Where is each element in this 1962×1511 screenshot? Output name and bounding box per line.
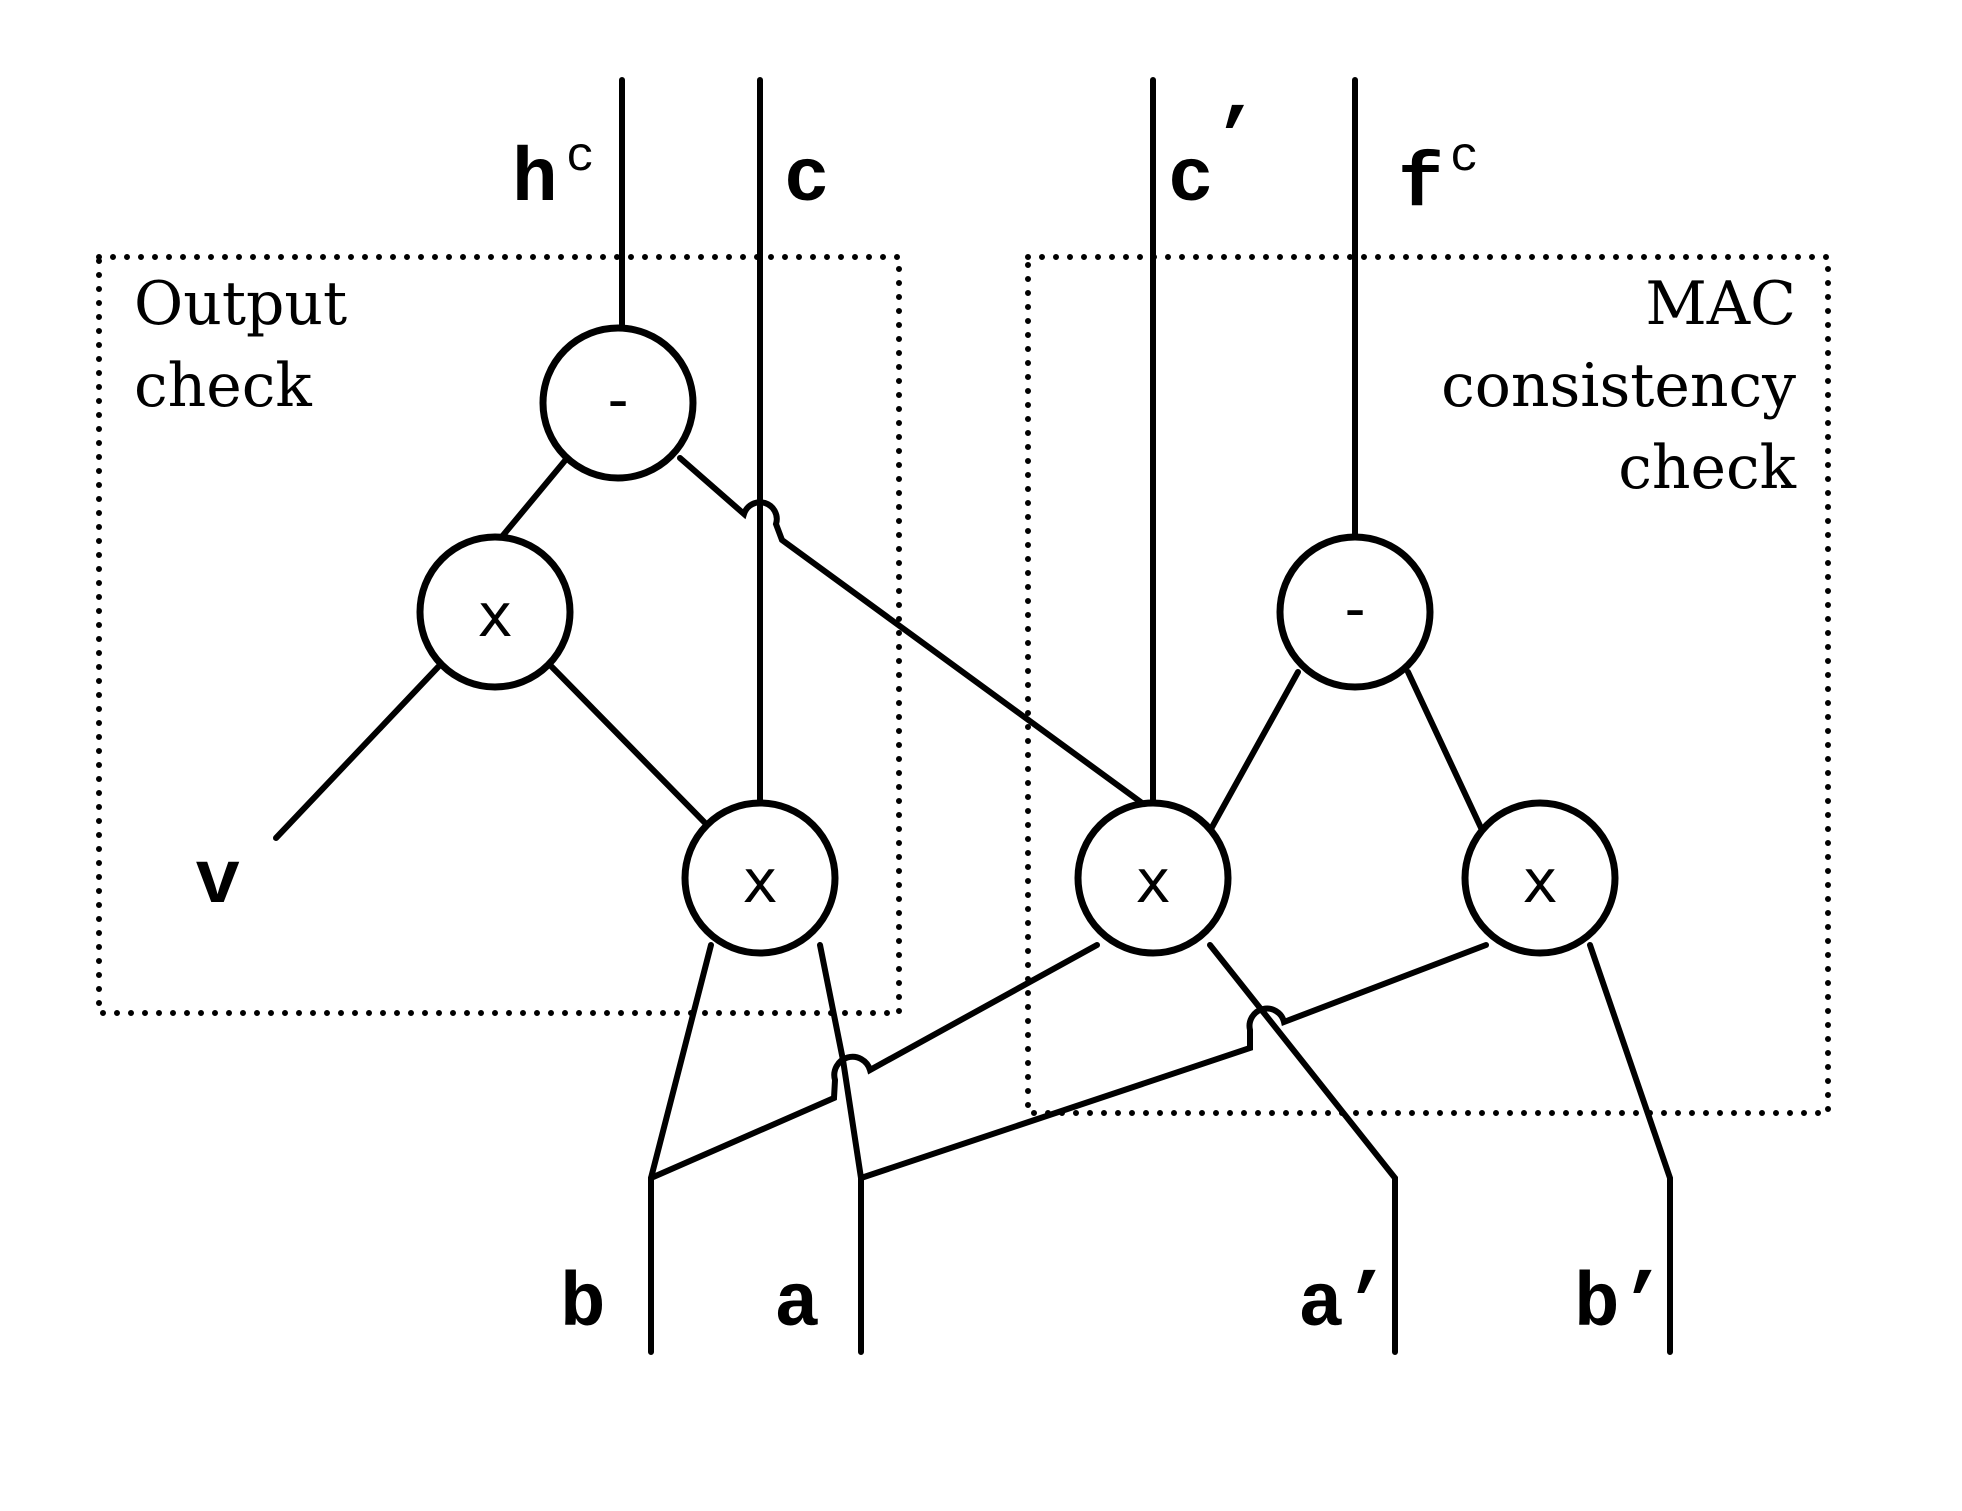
node-mul3: x <box>1074 799 1232 957</box>
edge-mul1-v <box>273 662 443 841</box>
edge-sub1-mul3 <box>677 455 1156 814</box>
edge-mul4-b-prime <box>1587 942 1673 1355</box>
edge-sub1-mul1 <box>492 454 571 548</box>
label-hc: h <box>512 137 558 223</box>
edge-mul2-a <box>817 942 864 1355</box>
node-mul4: x <box>1461 799 1619 957</box>
label-hc-sup: c <box>566 131 595 185</box>
mac-check-label-line3: check <box>1618 433 1796 503</box>
edge-sub2-mul4 <box>1405 669 1485 833</box>
label-c-prime-mark: ’ <box>1212 97 1258 183</box>
op-label: x <box>742 847 778 917</box>
label-b-prime: b’ <box>1574 1262 1665 1348</box>
edge-mul2-b <box>648 942 714 1355</box>
op-label: x <box>1135 847 1171 917</box>
op-label: - <box>1337 574 1373 644</box>
op-label: x <box>477 581 513 651</box>
output-check-box <box>96 254 902 1016</box>
mac-check-label-line2: consistency <box>1441 351 1796 421</box>
label-a-prime: a’ <box>1298 1262 1389 1348</box>
label-c-prime: c <box>1168 137 1214 223</box>
label-fc: f <box>1398 142 1444 228</box>
edge-sub2-mul3 <box>1203 669 1301 841</box>
label-fc-sup: c <box>1450 131 1479 185</box>
edge-mul3-b <box>648 942 1100 1181</box>
edge-mul3-a-prime <box>1207 942 1398 1355</box>
output-check-label-line1: Output <box>134 269 347 339</box>
node-sub1: - <box>539 324 697 482</box>
node-mul2: x <box>681 799 839 957</box>
edge-mul4-a <box>858 942 1489 1181</box>
node-sub2: - <box>1276 533 1434 691</box>
mac-check-label-line1: MAC <box>1645 269 1796 339</box>
label-c: c <box>784 137 830 223</box>
label-v: v <box>195 839 241 925</box>
edge-mul1-mul2 <box>547 662 715 833</box>
output-check-label-line2: check <box>134 351 312 421</box>
node-mul1: x <box>416 533 574 691</box>
op-label: x <box>1522 847 1558 917</box>
label-b: b <box>560 1262 606 1348</box>
op-label: - <box>600 365 636 435</box>
mac-consistency-check-box <box>1025 254 1831 1116</box>
label-a: a <box>774 1262 820 1348</box>
